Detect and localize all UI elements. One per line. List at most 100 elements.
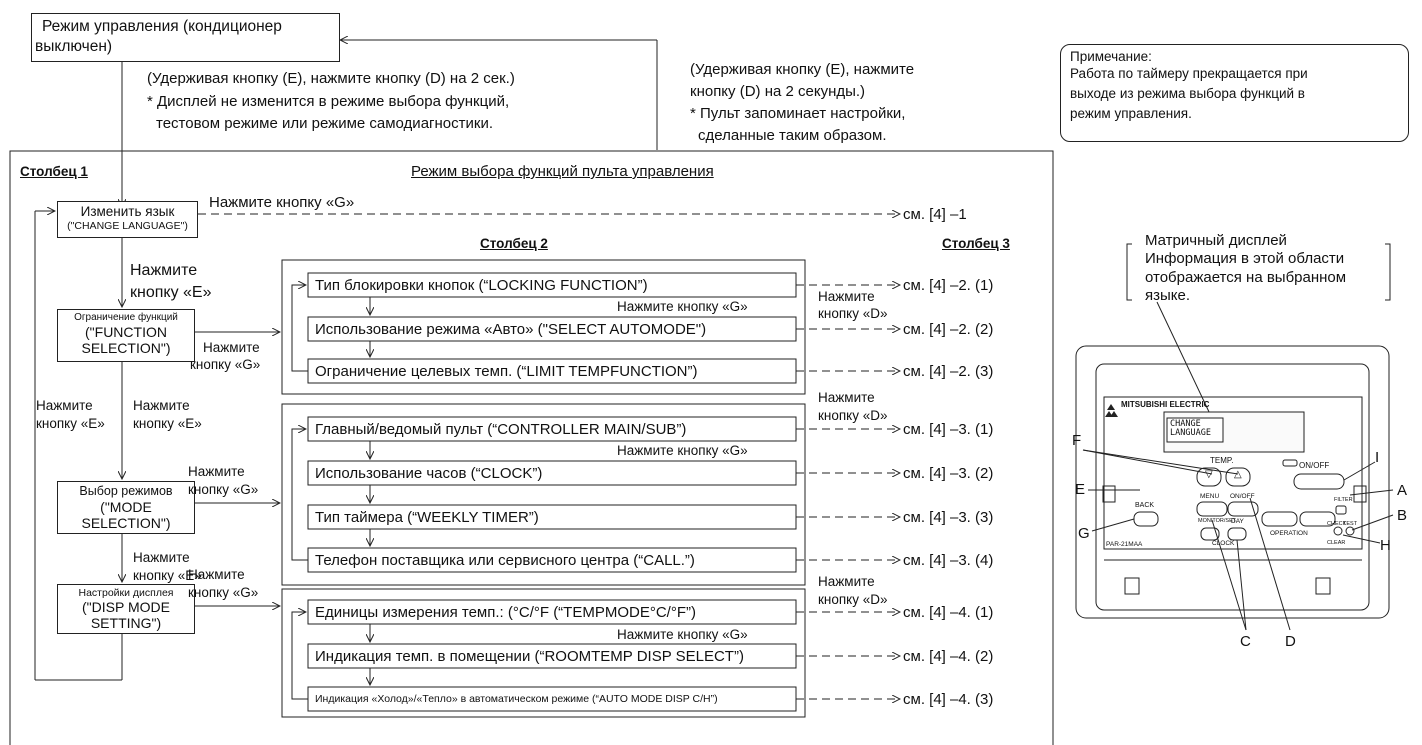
press-e-1-line-1: Нажмите [130,262,198,279]
callout-c: C [1240,633,1251,650]
press-g-3-line-1: Нажмите [188,567,245,582]
tempmode-item: Единицы измерения темп.: (°C/°F (“TEMPMO… [315,604,696,621]
matrix-line-2: Информация в этой области [1145,250,1345,267]
remote-menu-label: MENU [1200,493,1220,500]
remote-back-label: BACK [1135,502,1155,509]
matrix-line-3: отображается на выбранном [1145,269,1347,286]
remote-day-label: DAY [1231,518,1244,525]
display-setting-line-2: ("DISP MODE [82,599,170,615]
press-g-inline-2: Нажмите кнопку «G» [617,443,748,458]
remark-line-3: выходе из режима выбора функций в [1070,86,1305,101]
limit-temp-item: Ограничение целевых темп. (“LIMIT TEMPFU… [315,363,698,380]
callout-a: A [1397,482,1408,499]
ref-3-3: см. [4] –3. (3) [903,509,994,526]
press-d-2-line-2: кнопку «D» [818,408,888,423]
callout-b: B [1397,507,1408,524]
press-g-1-line-2: кнопку «G» [190,357,261,372]
auto-mode-disp-item: Индикация «Холод»/«Тепло» в автоматическ… [315,693,718,705]
column-2-header: Столбец 2 [480,236,548,251]
remote-onoff-label: ON/OFF [1299,461,1330,470]
press-e-2-line-1: Нажмите [133,398,190,413]
mode-selection-line-2: ("MODE [100,499,152,515]
press-d-3-line-2: кнопку «D» [818,592,888,607]
ref-2-3: см. [4] –2. (3) [903,363,994,380]
temp-up-button[interactable]: △ [1234,469,1242,480]
press-d-2-line-1: Нажмите [818,390,875,405]
press-g-inline-3: Нажмите кнопку «G» [617,627,748,642]
ref-1: см. [4] –1 [903,206,967,223]
remark-box: Примечание: Работа по таймеру прекращает… [1060,44,1409,142]
remote-operation-label: OPERATION [1270,530,1308,537]
mode-selection-box: Выбор режимов ("MODE SELECTION") [57,481,195,534]
remote-brand: MITSUBISHI ELECTRIC [1121,400,1210,409]
note-right-line-1: (Удерживая кнопку (E), нажмите [690,61,915,78]
change-language-box: Изменить язык ("CHANGE LANGUAGE") [57,201,198,238]
frame-title: Режим выбора функций пульта управления [411,163,714,180]
remote-clear-label: CLEAR [1327,540,1346,546]
remote-test-label: TEST [1343,521,1358,527]
press-e-2-line-2: кнопку «E» [133,416,202,431]
note-right-line-4: сделанные таким образом. [698,127,887,144]
ref-4-3: см. [4] –4. (3) [903,691,994,708]
callout-d: D [1285,633,1296,650]
note-right-line-3: * Пульт запоминает настройки, [690,105,906,122]
control-mode-box: Режим управления (кондиционер выключен) [31,13,340,62]
callout-f: F [1072,432,1082,449]
callout-g: G [1078,525,1090,542]
press-g-2-line-1: Нажмите [188,464,245,479]
note-left-line-1: (Удерживая кнопку (E), нажмите кнопку (D… [147,70,515,87]
weekly-timer-item: Тип таймера (“WEEKLY TIMER”) [315,509,539,526]
ref-3-1: см. [4] –3. (1) [903,421,994,438]
display-setting-line-3: SETTING") [90,615,162,631]
column-3-header: Столбец 3 [942,236,1010,251]
remote-check-label: CHECK [1327,521,1347,527]
ref-4-1: см. [4] –4. (1) [903,604,994,621]
locking-function-item: Тип блокировки кнопок (“LOCKING FUNCTION… [315,277,648,294]
remote-temp-label: TEMP. [1210,456,1234,465]
remote-filter-label: FILTER [1334,497,1353,503]
display-setting-box: Настройки дисплея ("DISP MODE SETTING") [57,584,195,634]
clock-item: Использование часов (“CLOCK”) [315,465,543,482]
matrix-line-4: языке. [1145,287,1191,304]
ref-3-4: см. [4] –3. (4) [903,552,994,569]
function-selection-title: Ограничение функций [74,312,178,323]
press-g-2-line-2: кнопку «G» [188,482,259,497]
function-selection-line-3: SELECTION") [81,340,171,356]
function-selection-line-2: ("FUNCTION [85,324,167,340]
change-language-subtitle: ("CHANGE LANGUAGE") [67,220,188,232]
ref-4-2: см. [4] –4. (2) [903,648,994,665]
press-e-left-line-2: кнопку «E» [36,416,105,431]
ref-2-2: см. [4] –2. (2) [903,321,994,338]
callout-h: H [1380,537,1391,554]
ref-2-1: см. [4] –2. (1) [903,277,994,294]
mode-selection-title: Выбор режимов [79,484,173,498]
callout-i: I [1375,449,1380,466]
press-g-1-line-1: Нажмите [203,340,260,355]
matrix-line-1: Матричный дисплей [1145,232,1287,249]
press-d-1-line-2: кнопку «D» [818,306,888,321]
remote-model-label: PAR-21MAA [1106,541,1143,548]
remote-monitor-label: MONITOR/SET [1198,518,1237,524]
press-d-3-line-1: Нажмите [818,574,875,589]
function-selection-box: Ограничение функций ("FUNCTION SELECTION… [57,309,195,362]
call-item: Телефон поставщика или сервисного центра… [315,552,695,569]
press-g-3-line-2: кнопку «G» [188,585,259,600]
control-mode-line-2: выключен) [35,38,113,55]
change-language-title: Изменить язык [80,204,175,219]
remote-screen-line-1: CHANGE [1170,419,1201,429]
note-left-line-2: * Дисплей не изменится в режиме выбора ф… [147,93,510,110]
note-left-line-3: тестовом режиме или режиме самодиагности… [156,115,493,132]
remark-line-2: Работа по таймеру прекращается при [1070,66,1308,81]
press-d-1-line-1: Нажмите [818,289,875,304]
remote-clock-label: CLOCK [1212,540,1235,547]
press-e-1-line-2: кнопку «E» [130,284,212,301]
remote-screen-line-2: LANGUAGE [1170,428,1211,438]
note-right-line-2: кнопку (D) на 2 секунды.) [690,83,866,100]
remote-onoff2-label: ON/OFF [1230,493,1255,500]
press-g-top: Нажмите кнопку «G» [209,194,355,211]
roomtemp-item: Индикация темп. в помещении (“ROOMTEMP D… [315,648,744,665]
temp-down-button[interactable]: ▽ [1205,469,1213,480]
remark-line-4: режим управления. [1070,106,1192,121]
select-automode-item: Использование режима «Авто» ("SELECT AUT… [315,321,707,338]
